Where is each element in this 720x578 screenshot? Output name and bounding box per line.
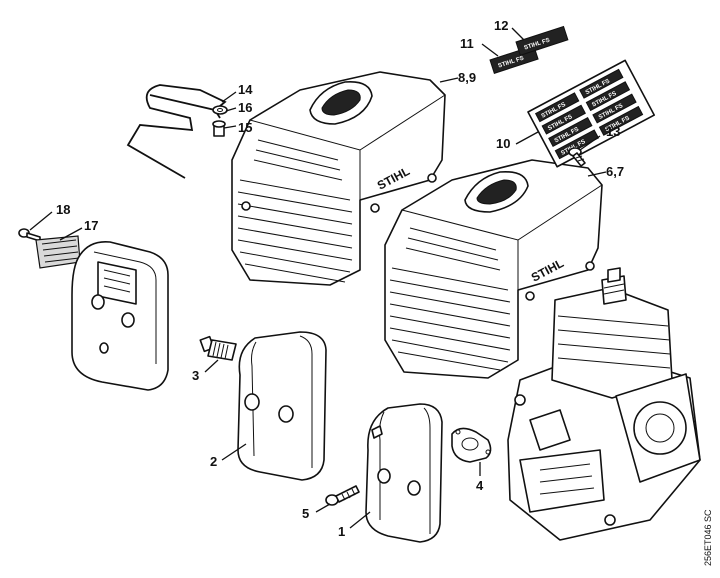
muffler-1 xyxy=(365,403,443,543)
label-8-9: 8,9 xyxy=(458,70,476,85)
muffler-2 xyxy=(237,331,327,481)
fitting-3 xyxy=(199,335,237,361)
drawing-code: 256ET046 SC xyxy=(703,509,713,566)
engine-block xyxy=(507,267,701,541)
screen-17 xyxy=(35,235,81,269)
decal-12: STIHL FS xyxy=(515,25,569,56)
label-17: 17 xyxy=(84,218,98,233)
gasket-4 xyxy=(451,427,492,463)
label-15: 15 xyxy=(238,120,252,135)
screw-5 xyxy=(325,485,360,506)
label-1: 1 xyxy=(338,524,345,539)
screw-13 xyxy=(568,147,586,167)
upper-shroud-grille xyxy=(237,139,353,283)
label-18: 18 xyxy=(56,202,70,217)
label-14: 14 xyxy=(238,82,253,97)
label-11: 11 xyxy=(460,36,474,51)
screw-15 xyxy=(212,120,226,137)
label-2: 2 xyxy=(210,454,217,469)
label-4: 4 xyxy=(476,478,484,493)
label-6-7: 6,7 xyxy=(606,164,624,179)
label-13: 13 xyxy=(606,124,620,139)
callout-lines xyxy=(29,27,607,529)
label-5: 5 xyxy=(302,506,309,521)
screw-18 xyxy=(18,228,41,242)
washer-16 xyxy=(212,105,228,115)
lower-shroud-grille xyxy=(389,227,511,371)
decal-set-10: STIHL FS STIHL FS STIHL FS STIHL FS STIH… xyxy=(527,59,656,168)
label-3: 3 xyxy=(192,368,199,383)
callout-labels: 8,9 6,7 10 11 12 13 14 16 15 18 17 3 2 4… xyxy=(56,18,624,539)
label-16: 16 xyxy=(238,100,252,115)
muffler-cover-left xyxy=(71,240,169,391)
shroud-upper: STIHL xyxy=(231,71,446,286)
shroud-lower: STIHL xyxy=(384,159,603,379)
label-12: 12 xyxy=(494,18,508,33)
label-10: 10 xyxy=(496,136,510,151)
wire-clip-14 xyxy=(126,84,227,179)
